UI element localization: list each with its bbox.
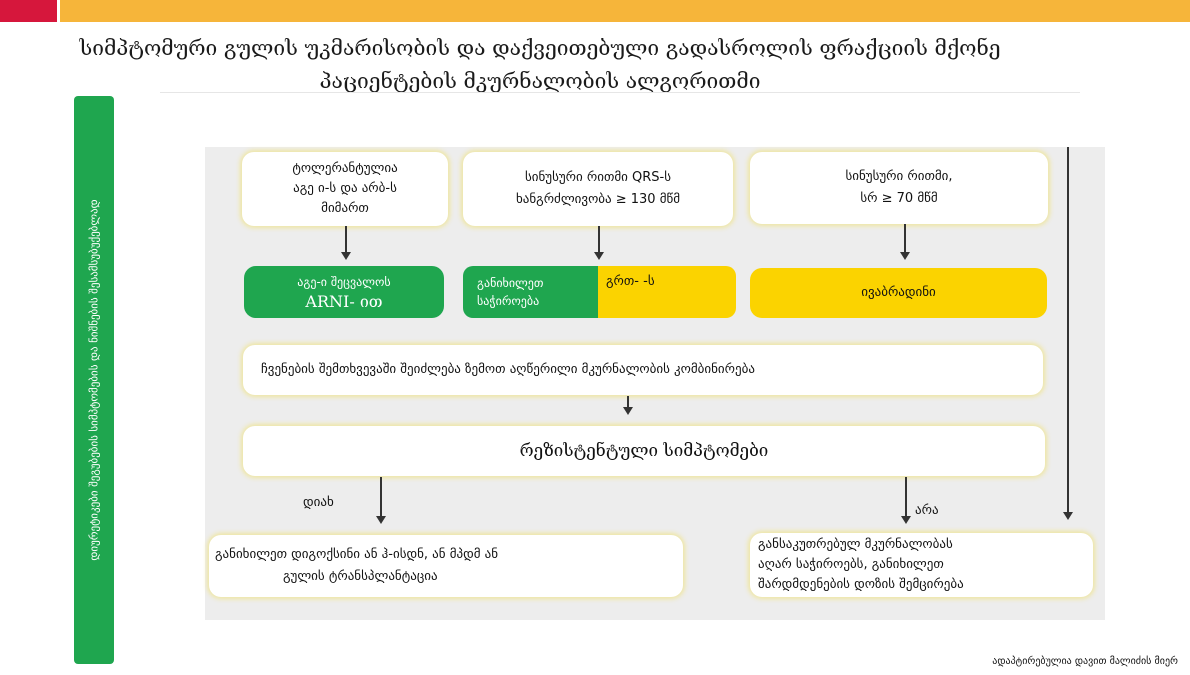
action-crt-left: განიხილეთ საჭიროება: [463, 266, 598, 318]
credit-note: ადაპტირებულია დავით მალიძის მიერ: [992, 656, 1178, 667]
action-replace-line-2: ARNI- ით: [305, 292, 383, 311]
arrow-tolerant-to-replace: [345, 226, 347, 254]
yes-label: დიახ: [303, 495, 334, 510]
title-divider: [160, 92, 1080, 93]
arrow-hr-head: [900, 252, 910, 260]
title-line-2: პაციენტების მკურნალობის ალგორითმი: [319, 69, 761, 93]
outcome-no-line-2: აღარ საჭიროებს, განიხილეთ: [758, 557, 944, 572]
arrow-no-head: [901, 516, 911, 524]
outcome-yes: განიხილეთ დიგოქსინი ან ჰ-ისდნ, ან მპდმ ა…: [209, 535, 683, 597]
arrow-qrs-head: [594, 252, 604, 260]
header-accent-gold: [60, 0, 1190, 22]
outcome-no-line-1: განსაკუთრებულ მკურნალობას: [758, 537, 953, 552]
arrow-right-bypass: [1067, 147, 1069, 514]
diuretics-sidebar-text: დიურეტიკები შეგუბების სიმპტომების და ნიშ…: [87, 199, 101, 561]
no-label: არა: [915, 503, 939, 518]
arrow-yes: [380, 477, 382, 517]
box-sinus-hr: სინუსური რითმი, სრ ≥ 70 მწმ: [750, 152, 1048, 224]
box-sinus-hr-line-2: სრ ≥ 70 მწმ: [860, 191, 938, 206]
box-sinus-hr-line-1: სინუსური რითმი,: [845, 169, 953, 184]
action-crt-right: გრთ- -ს: [598, 266, 736, 318]
header-accent-red: [0, 0, 57, 22]
action-ivabradine: ივაბრადინი: [750, 268, 1047, 318]
box-tolerant: ტოლერანტულია აგე ი-ს და არბ-ს მიმართ: [242, 152, 448, 226]
outcome-no-line-3: შარდმდენების დოზის შემცირება: [758, 577, 964, 592]
action-crt-left-line-1: განიხილეთ: [477, 276, 544, 290]
arrow-tolerant-head: [341, 252, 351, 260]
box-tolerant-line-3: მიმართ: [321, 201, 369, 216]
box-tolerant-line-1: ტოლერანტულია: [292, 161, 398, 176]
outcome-no: განსაკუთრებულ მკურნალობას აღარ საჭიროებს…: [750, 533, 1093, 597]
arrow-right-bypass-head: [1063, 512, 1073, 520]
combine-note: ჩვენების შემთხვევაში შეიძლება ზემოთ აღწე…: [243, 345, 1043, 395]
outcome-yes-line-2: გულის ტრანსპლანტაცია: [283, 569, 438, 584]
outcome-yes-line-1: განიხილეთ დიგოქსინი ან ჰ-ისდნ, ან მპდმ ა…: [215, 547, 499, 562]
page-title: სიმპტომური გულის უკმარისობის და დაქვეითე…: [10, 32, 1070, 98]
box-sinus-qrs-line-2: ხანგრძლივობა ≥ 130 მწმ: [515, 192, 681, 207]
action-replace-line-1: აგე-ი შეცვალოს: [297, 275, 391, 289]
box-sinus-qrs-line-1: სინუსური რითმი QRS-ს: [524, 170, 672, 185]
arrow-combine-to-resistant: [627, 396, 629, 408]
resistant-symptoms: რეზისტენტული სიმპტომები: [243, 426, 1045, 476]
action-consider-crt: განიხილეთ საჭიროება გრთ- -ს: [463, 266, 736, 318]
arrow-no: [905, 477, 907, 517]
arrow-qrs-to-crt: [598, 226, 600, 254]
arrow-yes-head: [376, 516, 386, 524]
title-line-1: სიმპტომური გულის უკმარისობის და დაქვეითე…: [79, 36, 1001, 60]
arrow-hr-to-ivabradine: [904, 224, 906, 254]
action-replace-with-arni: აგე-ი შეცვალოს ARNI- ით: [244, 266, 444, 318]
diuretics-sidebar: დიურეტიკები შეგუბების სიმპტომების და ნიშ…: [74, 96, 114, 664]
box-tolerant-line-2: აგე ი-ს და არბ-ს: [293, 181, 397, 196]
arrow-combine-head: [623, 407, 633, 415]
action-crt-left-line-2: საჭიროება: [477, 294, 540, 308]
box-sinus-qrs: სინუსური რითმი QRS-ს ხანგრძლივობა ≥ 130 …: [463, 152, 733, 226]
